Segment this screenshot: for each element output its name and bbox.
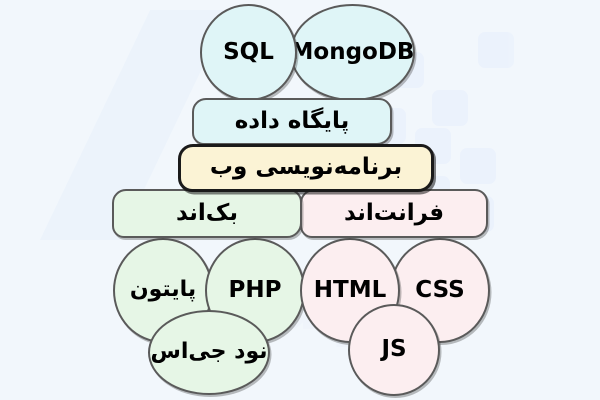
- node-label: نود جی‌اس: [150, 339, 268, 365]
- node-label: پایگاه داده: [234, 107, 350, 134]
- node-label: JS: [381, 336, 407, 363]
- node-label: فرانت‌اند: [343, 199, 445, 226]
- node-label: CSS: [415, 276, 465, 303]
- node-backend[interactable]: بک‌اند: [112, 189, 302, 238]
- node-web-programming[interactable]: برنامه‌نویسی وب: [178, 144, 434, 192]
- node-frontend[interactable]: فرانت‌اند: [300, 189, 488, 238]
- node-label: بک‌اند: [176, 199, 238, 226]
- node-label: PHP: [228, 276, 282, 303]
- node-database[interactable]: پایگاه داده: [192, 98, 392, 145]
- node-mongodb[interactable]: MongoDB: [290, 4, 415, 101]
- node-sql[interactable]: SQL: [200, 4, 297, 101]
- node-js[interactable]: JS: [348, 304, 440, 396]
- node-label: SQL: [223, 38, 274, 65]
- node-label: پایتون: [129, 277, 197, 303]
- node-label: HTML: [313, 276, 387, 303]
- node-label: برنامه‌نویسی وب: [209, 154, 403, 181]
- node-label: MongoDB: [290, 38, 415, 65]
- node-nodejs[interactable]: نود جی‌اس: [148, 310, 270, 395]
